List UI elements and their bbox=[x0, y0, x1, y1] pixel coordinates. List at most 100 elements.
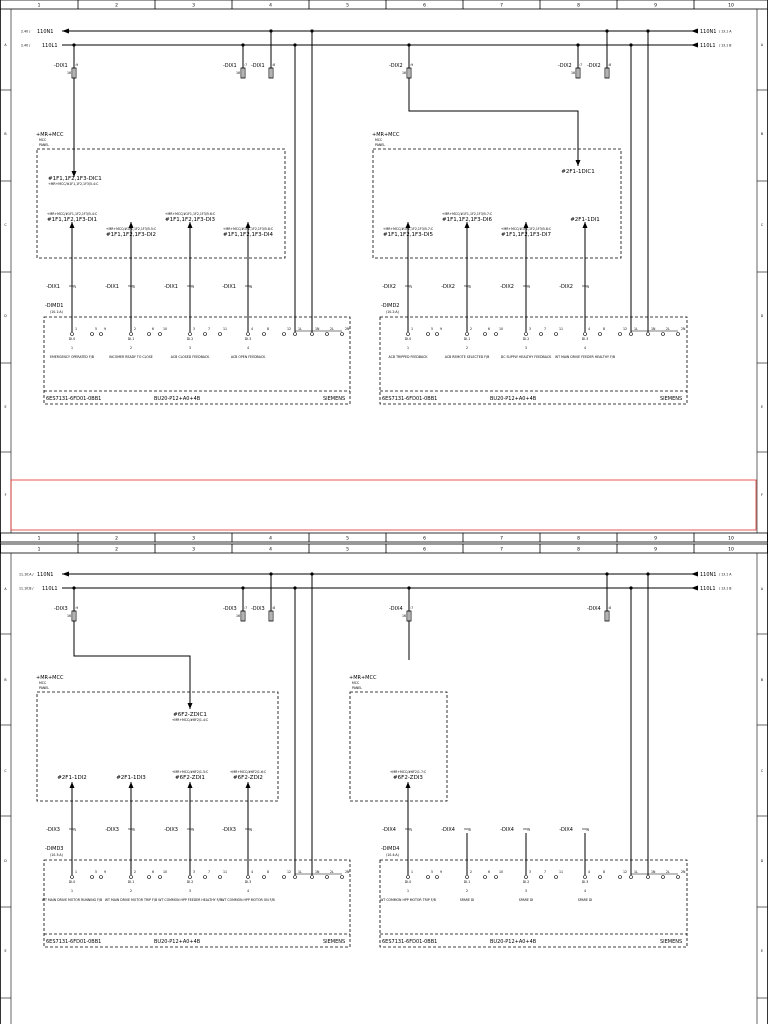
sheet1-terminal-icon bbox=[435, 332, 439, 336]
sheet2-io-module-tag: -DIMD4 bbox=[381, 846, 399, 852]
sheet1-channel-description: WT MAIN DRIVE FEEDER HEALTHY F/B bbox=[555, 355, 615, 359]
sheet2-terminal-number: 2 bbox=[134, 870, 136, 874]
sheet1-panel-box bbox=[372, 148, 622, 259]
sheet1-input-tag: #1F1,1F2,1F3-DI2 bbox=[106, 232, 156, 238]
sheet2-input-arrow-icon bbox=[405, 782, 411, 788]
sheet2-fuse-rating: 16 bbox=[236, 614, 240, 618]
sheet2-input-ref: +MR+MCC/#6F2/1.6:C bbox=[230, 770, 267, 774]
bottom-column-number: 5 bbox=[346, 547, 349, 553]
sheet2-channel-address: DI.2 bbox=[523, 880, 529, 884]
sheet2-channel-number: 2 bbox=[130, 889, 132, 893]
sheet2-supply-tie-dot bbox=[646, 572, 650, 576]
sheet2-channel-address: DI.1 bbox=[464, 880, 470, 884]
mid-column-number: 8 bbox=[577, 536, 580, 542]
bottom-column-number: 2 bbox=[115, 547, 118, 553]
sheet1-channel-address: DI.1 bbox=[464, 337, 470, 341]
row-letter: F bbox=[761, 493, 763, 497]
sheet2-panel-location: +MR+MCC bbox=[36, 675, 64, 681]
sheet1-input-ref: +MR+MCC/#1F1,1F2,1F3/5.8:C bbox=[501, 227, 552, 231]
sheet1-terminal-icon bbox=[90, 332, 94, 336]
top-column-number: 2 bbox=[115, 3, 118, 9]
sheet2-terminal-number: 1N bbox=[315, 870, 320, 874]
row-letter: B bbox=[4, 132, 6, 136]
sheet2-terminal-icon bbox=[494, 875, 498, 879]
sheet2-supply-arrow-icon bbox=[187, 703, 193, 709]
sheet1-fuse-junction-dot bbox=[407, 43, 411, 47]
sheet1-channel-number: 1 bbox=[71, 346, 73, 350]
sheet1-connector-label: -DIX1 bbox=[105, 284, 119, 290]
mid-column-number: 6 bbox=[423, 536, 426, 542]
bottom-column-number: 3 bbox=[192, 547, 195, 553]
sheet2-fuse-label: -DIX4 bbox=[587, 606, 601, 612]
sheet1-input-tag: #1F1,1F2,1F3-DI4 bbox=[223, 232, 273, 238]
sheet2-terminal-number: 1L bbox=[298, 870, 302, 874]
sheet1-channel-address: DI.1 bbox=[128, 337, 134, 341]
top-column-number: 8 bbox=[577, 3, 580, 9]
sheet1-connector-label: -DIX1 bbox=[46, 284, 60, 290]
sheet2-terminal-icon bbox=[246, 875, 250, 879]
sheet1-terminal-number: 2L bbox=[330, 327, 334, 331]
sheet1-terminal-number: 2 bbox=[134, 327, 136, 331]
sheet2-panel-sub: MCC bbox=[352, 681, 360, 685]
sheet1-io-module-maker: SIEMENS bbox=[323, 396, 345, 402]
sheet1-input-tag: #1F1,1F2,1F3-DI6 bbox=[442, 217, 492, 223]
sheet2-input-arrow-icon bbox=[245, 782, 251, 788]
row-letter: F bbox=[5, 493, 7, 497]
sheet2-terminal-number: 9 bbox=[104, 870, 106, 874]
sheet2-terminal-icon bbox=[282, 875, 286, 879]
sheet1-terminal-number: 10 bbox=[163, 327, 167, 331]
sheet1-input-arrow-icon bbox=[523, 222, 529, 228]
sheet2-io-module-ref: (10.4:A) bbox=[386, 853, 399, 857]
row-letter: B bbox=[761, 678, 763, 682]
sheet1-terminal-number: 2N bbox=[681, 327, 686, 331]
sheet1-terminal-icon bbox=[129, 332, 133, 336]
sheet1-input-tag: #1F1,1F2,1F3-DI7 bbox=[501, 232, 551, 238]
sheet2-terminal-icon bbox=[293, 875, 297, 879]
sheet2-panel-sub: PANEL bbox=[39, 686, 49, 690]
sheet1-fuse-label: -DIX1 bbox=[251, 63, 265, 69]
bottom-column-number: 4 bbox=[269, 547, 272, 553]
sheet1-fuse-junction-dot bbox=[605, 29, 609, 33]
sheet1-terminal-number: 4 bbox=[251, 327, 253, 331]
sheet2-terminal-icon bbox=[340, 875, 344, 879]
row-letter: D bbox=[761, 314, 764, 318]
sheet2-terminal-number: 7 bbox=[208, 870, 210, 874]
sheet1-connector-pin: :1 bbox=[409, 285, 412, 289]
sheet2-channel-number: 4 bbox=[247, 889, 249, 893]
sheet2-io-module-tag: -DIMD3 bbox=[45, 846, 63, 852]
sheet1-terminal-icon bbox=[99, 332, 103, 336]
sheet1-input-ref: +MR+MCC/#1F1,1F2,1F3/5.5:C bbox=[106, 227, 157, 231]
sheet2-io-module bbox=[379, 859, 688, 948]
sheet1-connector-label: -DIX2 bbox=[500, 284, 514, 290]
sheet1-channel-description: DC SUPPLY HEALTHY FEEDBACK bbox=[501, 355, 552, 359]
bottom-column-number: 7 bbox=[500, 547, 503, 553]
sheet1-terminal-number: 3 bbox=[193, 327, 195, 331]
sheet1-terminal-icon bbox=[340, 332, 344, 336]
sheet2-terminal-number: 6 bbox=[488, 870, 490, 874]
sheet2-fuse-junction-dot bbox=[407, 586, 411, 590]
sheet2-terminal-icon bbox=[618, 875, 622, 879]
top-column-number: 3 bbox=[192, 3, 195, 9]
sheet1-terminal-number: 6 bbox=[152, 327, 154, 331]
sheet1-input-ref: +MR+MCC/#1F1,1F2,1F3/5.7:C bbox=[442, 212, 493, 216]
sheet1-channel-number: 2 bbox=[466, 346, 468, 350]
sheet1-terminal-number: 1L bbox=[634, 327, 638, 331]
sheet1-terminal-icon bbox=[406, 332, 410, 336]
sheet2-terminal-number: 3 bbox=[193, 870, 195, 874]
row-letter: A bbox=[4, 587, 7, 591]
sheet1-input-arrow-icon bbox=[69, 222, 75, 228]
sheet1-input-arrow-icon bbox=[187, 222, 193, 228]
sheet2-terminal-number: 5 bbox=[431, 870, 433, 874]
sheet2-terminal-icon bbox=[310, 875, 314, 879]
sheet1-io-module-maker: SIEMENS bbox=[660, 396, 682, 402]
sheet1-channel-address: DI.2 bbox=[523, 337, 529, 341]
sheet1-connector-pin: :4 bbox=[249, 285, 252, 289]
sheet1-fuse-label: -DIX2 bbox=[558, 63, 572, 69]
sheet1-supply-ref: +MR+MCC/#1F1,1F2,1F3/5.4:C bbox=[48, 182, 99, 186]
top-column-number: 6 bbox=[423, 3, 426, 9]
sheet2-channel-description: WT MAIN DRIVE MOTOR RUNNING F/B bbox=[42, 898, 102, 902]
sheet2-supply-ref: +MR+MCC/#6F2/1.4:C bbox=[172, 718, 209, 722]
sheet2-channel-description: WT COMMON HPP MOTOR TRIP F/B bbox=[380, 898, 436, 902]
sheet1-channel-address: DI.2 bbox=[187, 337, 193, 341]
sheet1-fuse-pin: :7 bbox=[579, 63, 582, 67]
